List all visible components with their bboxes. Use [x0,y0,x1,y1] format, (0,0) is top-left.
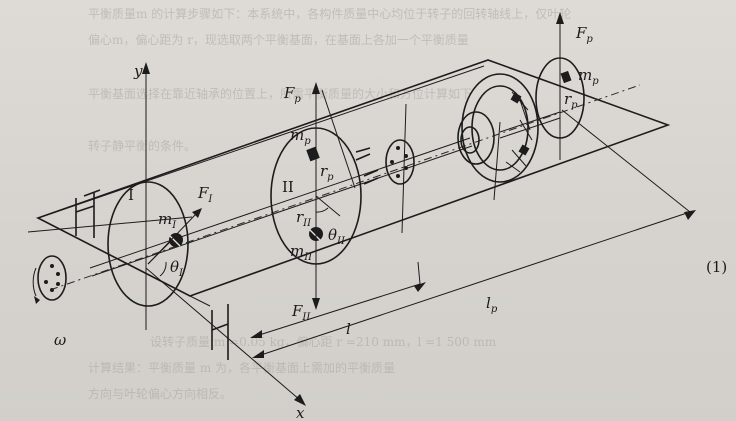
F-I-label: FI [197,184,213,205]
x-axis-label: x [296,404,305,421]
disk-I-label: I [128,186,134,204]
left-bearing [75,189,101,238]
bg-line-3: 平衡基面选择在靠近轴承的位置上，所需平衡质量的大小和方位计算如下 [88,86,472,101]
bg-line-7: 方向与叶轮偏心方向相反。 [88,386,232,401]
omega-label: ω [54,331,66,349]
F-II-label: FII [291,302,311,323]
bg-line-6: 计算结果：平衡质量 m 为，各平衡基面上需加的平衡质量 [88,360,395,375]
m-II-label: mII [290,242,313,263]
disk-p [535,12,585,160]
m-p-label-right: mp [578,66,599,87]
theta-I-label: θI [170,258,184,279]
y-axis: y [133,62,150,330]
x-axis: x [145,267,306,421]
drive-flange [32,255,67,304]
F-p-label: Fp [283,84,301,105]
disk-I: I [107,181,202,307]
bg-line-2: 偏心m，偏心距为 r，现选取两个平衡基面，在基面上各加一个平衡质量 [88,32,469,47]
l-p-label: lp [486,294,498,315]
bg-line-5: 设转子质量 m =0.05 kg，偏心距 r =210 mm，l =1 500 … [150,334,497,349]
base-frame [35,59,671,307]
theta-II-label: θII [328,226,346,247]
force-line-p-II [312,82,320,310]
y-axis-label: y [133,62,143,80]
right-bearing [211,304,229,360]
m-I-label: mI [158,210,177,231]
background-text: 平衡质量m 的计算步骤如下：本系统中，各构件质量中心均位于转子的回转轴线上，仅叶… [88,6,571,401]
rotation-centerline [49,84,641,291]
impeller [457,73,539,183]
disk-II-label: II [282,178,294,196]
shaft [27,111,561,277]
dimension-lp [252,109,696,358]
dimension-l [250,261,426,338]
r-p-label-right: rp [564,90,578,111]
equation-number: (1) [706,258,727,276]
m-p-label-disk-II: mp [290,126,311,147]
r-II-label: rII [296,208,312,229]
middle-coupling [355,139,415,185]
l-label: l [346,320,351,338]
F-p-label-right: Fp [575,24,593,45]
bg-line-4: 转子静平衡的条件。 [88,138,196,153]
r-p-label-disk-II: rp [320,162,334,183]
bg-line-1: 平衡质量m 的计算步骤如下：本系统中，各构件质量中心均位于转子的回转轴线上，仅叶… [88,6,571,21]
